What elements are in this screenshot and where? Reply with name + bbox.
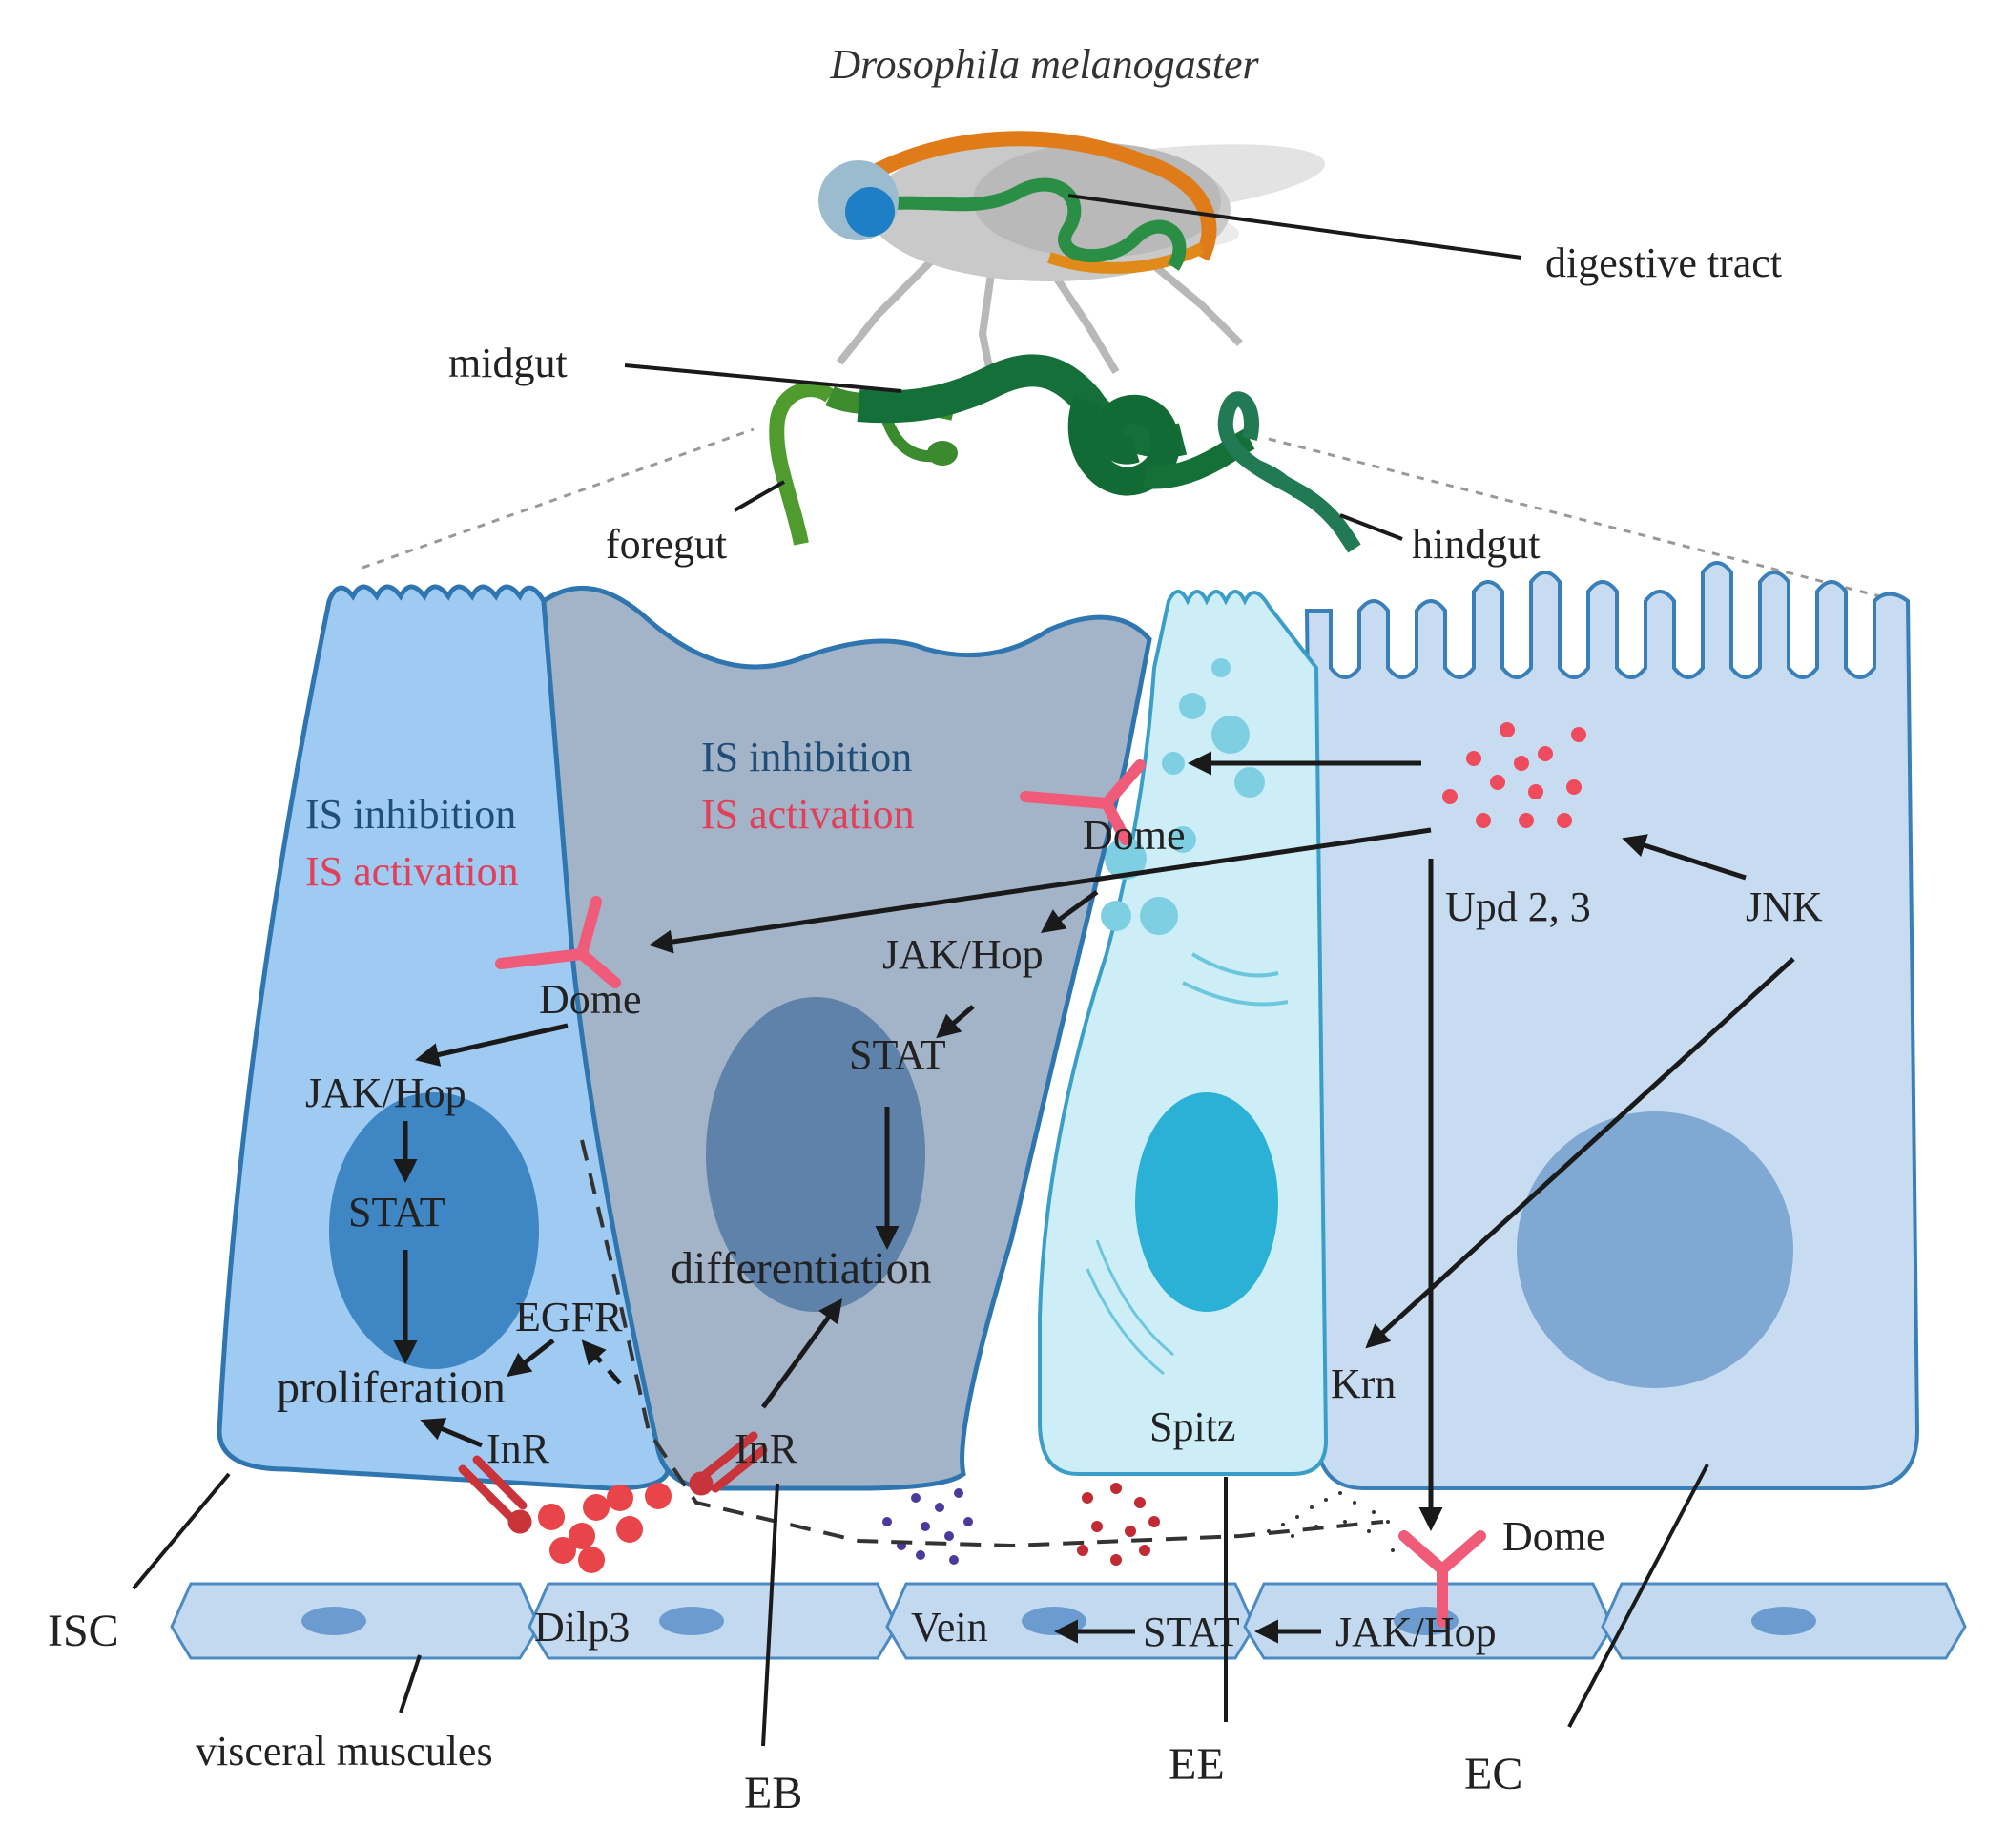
dome-receptor-eb xyxy=(1020,759,1146,845)
zoom-line-right xyxy=(1268,437,1899,603)
eb-dome-to-jak-arrow xyxy=(1040,889,1099,933)
isc-jak-hop-label: JAK/Hop xyxy=(305,1069,466,1116)
muscle-vein-label: Vein xyxy=(911,1604,988,1651)
foregut-pointer xyxy=(734,480,785,512)
midgut-pointer xyxy=(624,363,902,393)
ec-cell xyxy=(1304,561,1920,1490)
ec-pointer xyxy=(1567,1464,1709,1728)
muscle-jak-hop-label: JAK/Hop xyxy=(1335,1609,1497,1655)
isc-label: ISC xyxy=(48,1606,119,1656)
isc-egfr-label: EGFR xyxy=(515,1294,623,1340)
isc-dome-label: Dome xyxy=(539,976,642,1023)
muscle-dome-label: Dome xyxy=(1502,1513,1605,1560)
foregut-label: foregut xyxy=(606,521,727,568)
upd-ligand-dots xyxy=(1442,722,1586,828)
eb-jak-hop-label: JAK/Hop xyxy=(882,931,1044,978)
spitz-dots xyxy=(1077,1483,1160,1566)
eb-inr-label: InR xyxy=(735,1425,798,1472)
inr-receptor-eb xyxy=(689,1431,768,1496)
jnk-to-krn-arrow xyxy=(1365,957,1795,1349)
gut-illustration xyxy=(769,354,1361,553)
digestive-tract-label: digestive tract xyxy=(1545,239,1782,286)
isc-inr-to-proliferation-arrow xyxy=(420,1418,483,1448)
eb-differentiation-label: differentiation xyxy=(671,1243,932,1294)
hindgut-pointer xyxy=(1339,513,1403,541)
eb-pointer xyxy=(761,1483,779,1747)
eb-cell xyxy=(541,585,1152,1491)
muscle-dilp3-label: Dilp3 xyxy=(534,1604,630,1651)
eb-stat-label: STAT xyxy=(849,1031,946,1078)
signaling-arrows xyxy=(393,751,1795,1644)
visceral-muscle-layer xyxy=(170,1582,1967,1660)
ec-jnk-label: JNK xyxy=(1746,883,1823,930)
eb-jak-to-stat-arrow xyxy=(936,1005,975,1039)
eb-dome-label: Dome xyxy=(1083,812,1186,859)
ec-krn-label: Krn xyxy=(1331,1360,1396,1407)
dome-receptor-isc xyxy=(495,896,621,988)
species-title: Drosophila melanogaster xyxy=(829,41,1259,88)
inr-receptor-isc xyxy=(458,1455,532,1534)
isc-pointer xyxy=(132,1472,231,1590)
isc-stat-label: STAT xyxy=(348,1189,445,1235)
isc-cell xyxy=(217,584,671,1491)
ee-cell xyxy=(1038,590,1329,1476)
ec-label: EC xyxy=(1464,1749,1522,1799)
isc-is-activation-label: IS activation xyxy=(305,848,519,895)
isc-egfr-to-proliferation-arrow xyxy=(507,1339,555,1378)
eb-is-activation-label: IS activation xyxy=(701,791,915,838)
isc-inr-label: InR xyxy=(486,1425,550,1472)
eb-inr-to-differentiation-arrow xyxy=(760,1298,842,1409)
dilp3-dots xyxy=(538,1483,672,1573)
base-signal-dashed-line xyxy=(580,1139,1384,1548)
isc-is-inhibition-label: IS inhibition xyxy=(305,791,516,838)
jnk-to-upd-arrow xyxy=(1622,834,1747,881)
dome-receptor-muscle xyxy=(1398,1530,1486,1628)
eb-label: EB xyxy=(744,1768,802,1818)
vein-dots xyxy=(882,1488,973,1565)
ee-spitz-label: Spitz xyxy=(1149,1403,1235,1450)
eb-is-inhibition-label: IS inhibition xyxy=(701,734,912,780)
visceral-muscle-label: visceral muscules xyxy=(196,1728,493,1775)
visceral-muscle-pointer xyxy=(399,1654,422,1713)
isc-dome-to-jak-arrow xyxy=(415,1023,569,1067)
ec-upd-label: Upd 2, 3 xyxy=(1445,883,1591,930)
digestive-tract-pointer xyxy=(1067,194,1522,260)
midgut-label: midgut xyxy=(448,340,568,386)
egfr-dashed-arrow xyxy=(581,1339,622,1385)
isc-proliferation-label: proliferation xyxy=(277,1362,506,1413)
fly-illustration xyxy=(818,131,1326,383)
muscle-stat-label: STAT xyxy=(1143,1609,1240,1655)
hindgut-label: hindgut xyxy=(1412,521,1540,568)
upd-to-isc-dome-arrow xyxy=(649,827,1432,954)
ee-label: EE xyxy=(1169,1739,1225,1790)
